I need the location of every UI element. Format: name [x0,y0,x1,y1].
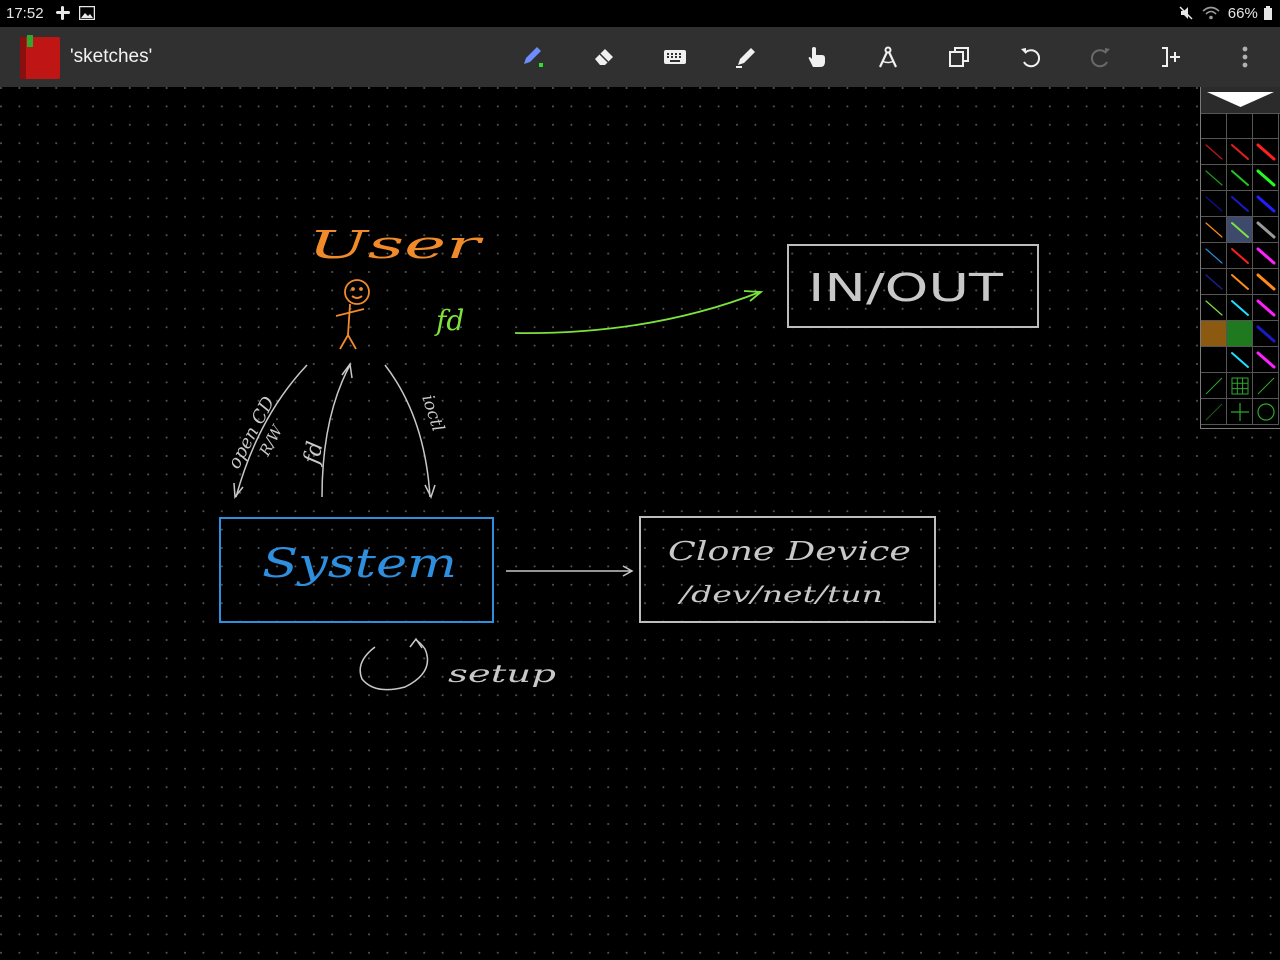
label-system: System [262,541,457,587]
clone-device-box [639,516,936,623]
color-palette [1200,87,1280,429]
palette-swatch[interactable] [1201,165,1227,191]
compass-tool[interactable] [869,38,907,76]
redo-icon [1090,48,1110,68]
status-bar: 17:52 66% [0,0,1280,27]
label-setup: setup [448,660,556,688]
palette-swatch[interactable] [1227,217,1253,243]
palette-swatch[interactable] [1227,347,1253,373]
eraser-tool[interactable] [585,38,623,76]
palette-swatch[interactable] [1201,321,1227,347]
sketch-layer: User fd IN/OUT open CD R/W fd ioctl Sys [0,87,1280,960]
palette-grid [1201,113,1279,425]
insert-page-icon [1162,47,1180,67]
palette-swatch[interactable] [1253,217,1279,243]
label-dev-path: /dev/net/tun [677,583,883,608]
label-in-out: IN/OUT [808,266,1004,310]
wifi-icon [1202,6,1220,20]
palette-swatch[interactable] [1201,217,1227,243]
system-box [219,517,494,623]
toolbar: 'sketches' [0,27,1280,87]
palette-swatch[interactable] [1253,347,1279,373]
battery-icon [1264,6,1272,20]
palette-swatch[interactable] [1201,269,1227,295]
palette-swatch[interactable] [1227,295,1253,321]
label-user: User [308,223,485,267]
hand-icon [808,47,825,67]
palette-swatch[interactable] [1253,113,1279,139]
copy-page-button[interactable] [940,38,978,76]
fd-arrow [514,291,761,334]
copy-page-icon [949,47,969,67]
drawing-canvas[interactable]: User fd IN/OUT open CD R/W fd ioctl Sys [0,87,1280,960]
keyboard-icon [664,50,686,64]
palette-swatch[interactable] [1253,295,1279,321]
palette-swatch[interactable] [1201,399,1227,425]
palette-swatch[interactable] [1201,191,1227,217]
setup-loop-arrow-head [409,637,423,649]
open-cd-arrow [235,364,308,498]
palette-swatch[interactable] [1201,113,1227,139]
collapse-down-icon [1207,92,1274,107]
palette-swatch[interactable] [1227,139,1253,165]
palette-swatch[interactable] [1227,373,1253,399]
palette-swatch[interactable] [1201,373,1227,399]
highlighter-icon [736,48,755,68]
more-vert-icon [1242,46,1248,68]
image-icon [78,5,96,21]
more-menu-button[interactable] [1226,38,1264,76]
open-cd-arrow-head [233,482,244,499]
palette-swatch[interactable] [1253,373,1279,399]
in-out-box [787,244,1039,328]
fd-up-arrow [321,364,351,498]
label-clone-device: Clone Device [668,537,911,567]
notebook-icon[interactable] [20,35,60,79]
palette-collapse-button[interactable] [1201,87,1280,114]
palette-swatch[interactable] [1253,165,1279,191]
slack-icon [56,6,70,20]
palette-swatch[interactable] [1253,399,1279,425]
compass-icon [879,46,897,68]
palette-swatch[interactable] [1227,191,1253,217]
palette-swatch[interactable] [1253,139,1279,165]
redo-button[interactable] [1082,38,1120,76]
palette-swatch[interactable] [1201,243,1227,269]
ioctl-arrow [384,364,431,498]
palette-swatch[interactable] [1253,269,1279,295]
user-stick-figure [335,279,370,350]
palette-swatch[interactable] [1253,191,1279,217]
mute-icon [1179,6,1193,20]
keyboard-tool[interactable] [656,38,694,76]
palette-swatch[interactable] [1227,269,1253,295]
palette-swatch[interactable] [1227,113,1253,139]
label-fd-top: fd [434,304,464,337]
ioctl-arrow-head [424,484,436,499]
notebook-title: 'sketches' [70,46,153,67]
palette-swatch[interactable] [1227,399,1253,425]
palette-swatch[interactable] [1201,139,1227,165]
undo-button[interactable] [1011,38,1049,76]
palette-swatch[interactable] [1253,321,1279,347]
status-time: 17:52 [6,5,44,22]
system-to-clone-arrow-head [622,565,634,577]
palette-swatch[interactable] [1227,165,1253,191]
fd-up-arrow-head [341,362,353,379]
palette-swatch[interactable] [1201,347,1227,373]
highlighter-tool[interactable] [727,38,765,76]
fd-arrow-head [743,290,764,302]
pen-icon [524,47,543,67]
palette-swatch[interactable] [1227,243,1253,269]
eraser-icon [595,49,613,65]
setup-loop-arrow [359,639,429,691]
palette-swatch[interactable] [1253,243,1279,269]
palette-swatch[interactable] [1227,321,1253,347]
battery-level: 66% [1227,5,1258,22]
palette-swatch[interactable] [1201,295,1227,321]
hand-tool[interactable] [798,38,836,76]
undo-icon [1021,48,1041,68]
insert-page-button[interactable] [1153,38,1191,76]
pen-tool[interactable] [514,38,552,76]
